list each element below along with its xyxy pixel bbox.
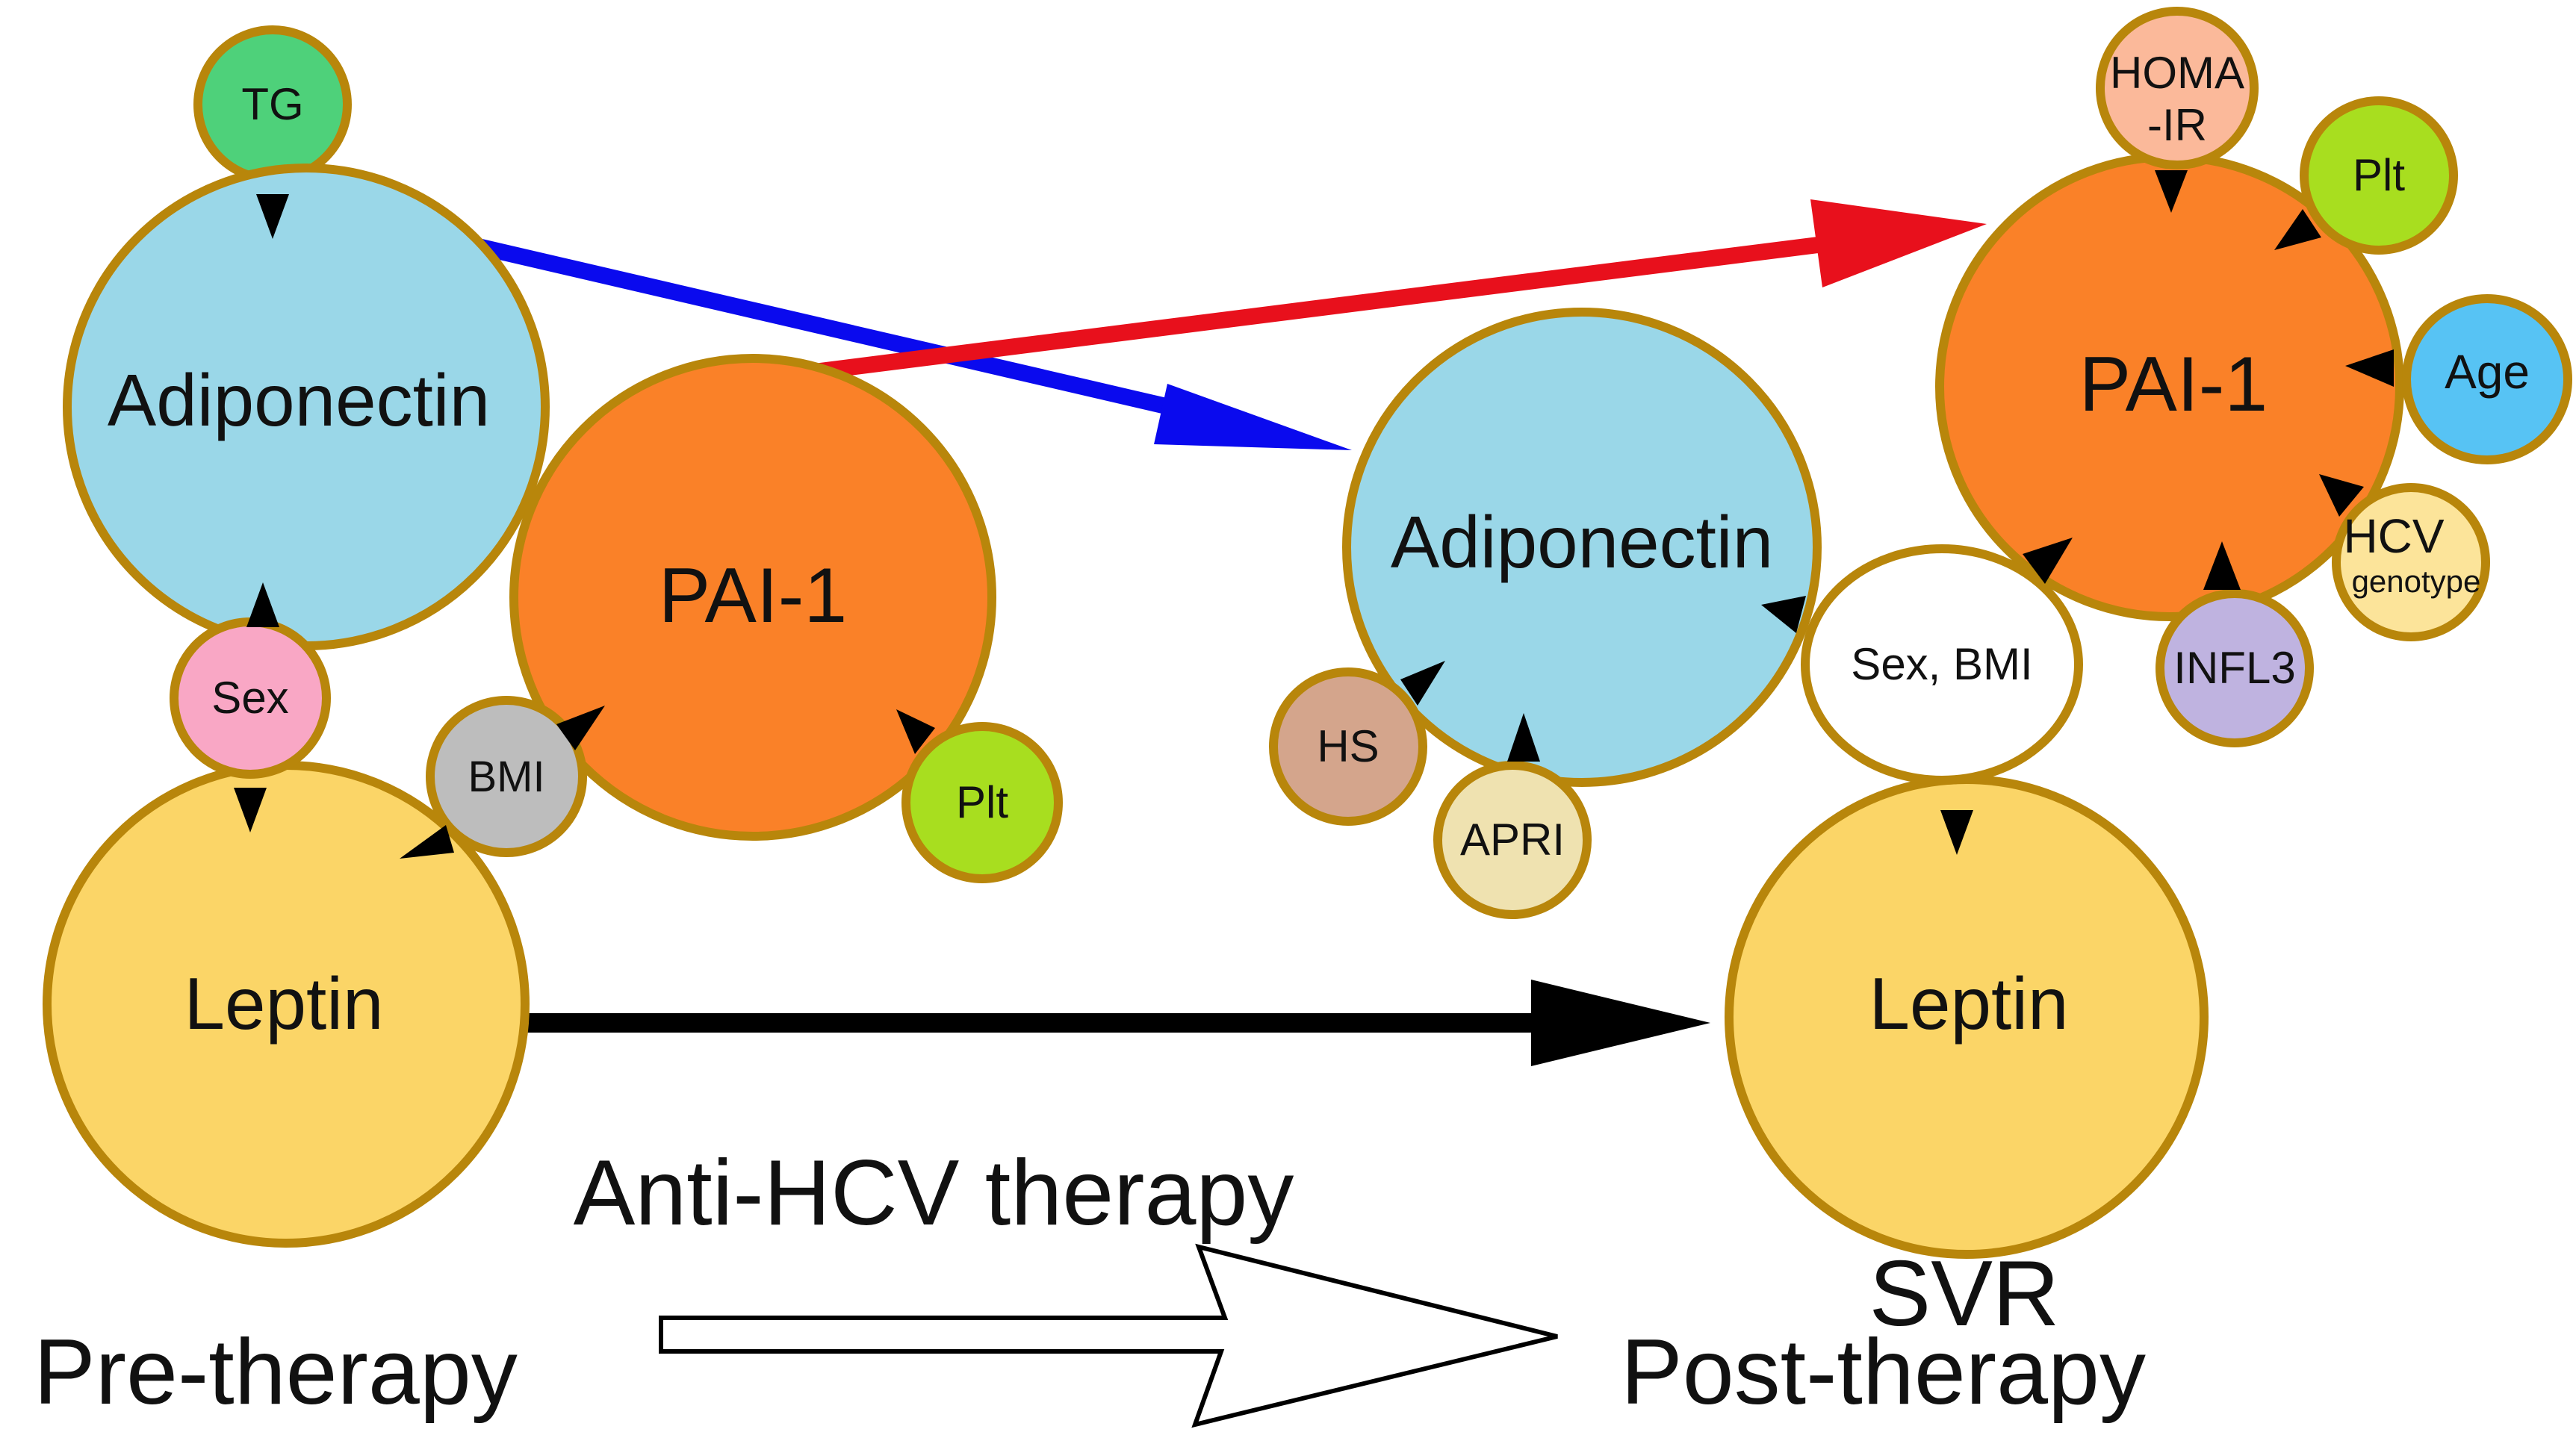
- pre-adiponectin-label: Adiponectin: [108, 359, 490, 441]
- pre-bmi-node: BMI: [426, 696, 587, 857]
- pre-pai1-node: PAI-1: [509, 354, 996, 841]
- therapy-direction-arrow: [659, 1243, 1558, 1428]
- post-homa-ir-label-line2: -IR: [2147, 100, 2207, 150]
- apri-to-adiponectin-arrowhead: [1507, 713, 1540, 762]
- post-hcv-genotype-label-line1: HCV: [2343, 509, 2444, 563]
- post-apri-node: APRI: [1433, 761, 1592, 919]
- pre-adiponectin-node: Adiponectin: [63, 164, 550, 650]
- pre-pai1-label: PAI-1: [659, 553, 847, 639]
- plt-to-pai1-arrowhead: [896, 709, 935, 754]
- bmi-to-pai1-arrowhead: [556, 706, 605, 750]
- post-infl3-label: INFL3: [2173, 643, 2295, 693]
- pre-sex-node: Sex: [170, 617, 331, 779]
- sex-bmi-to-pai1-arrowhead: [2023, 538, 2073, 584]
- post-hcv-genotype-node: HCV genotype: [2332, 483, 2490, 641]
- pre-plt-label: Plt: [956, 777, 1008, 827]
- infl3-to-pai1-arrowhead: [2203, 541, 2241, 590]
- post-homa-ir-node: HOMA -IR: [2096, 7, 2259, 169]
- post-sex-bmi-node: Sex, BMI: [1801, 544, 2083, 785]
- post-infl3-node: INFL3: [2156, 589, 2314, 747]
- plt-to-pai1-arrowhead: [2274, 209, 2321, 250]
- sex-to-adiponectin-arrowhead: [246, 582, 279, 627]
- post-plt-label: Plt: [2353, 150, 2405, 200]
- post-apri-label: APRI: [1460, 815, 1565, 865]
- bmi-to-leptin-arrowhead: [400, 825, 454, 859]
- pre-sex-label: Sex: [211, 673, 288, 723]
- pre-influence-arrowheads: [234, 194, 935, 859]
- post-leptin-label: Leptin: [1869, 962, 2068, 1045]
- post-leptin-node: Leptin: [1725, 775, 2209, 1259]
- post-age-label: Age: [2445, 345, 2530, 399]
- post-influence-arrowheads: [1400, 170, 2394, 855]
- post-homa-ir-label-line1: HOMA: [2110, 48, 2244, 98]
- age-to-pai1-arrowhead: [2345, 349, 2394, 387]
- hs-to-adiponectin-arrowhead: [1400, 661, 1445, 706]
- pre-bmi-label: BMI: [468, 753, 544, 801]
- pre-therapy-caption: Pre-therapy: [34, 1321, 518, 1424]
- pre-tg-label: TG: [241, 79, 303, 129]
- pre-leptin-label: Leptin: [184, 962, 383, 1045]
- hcv-to-pai1-arrowhead: [2319, 474, 2364, 517]
- pre-tg-node: TG: [193, 25, 352, 184]
- post-hs-node: HS: [1269, 667, 1427, 826]
- svr-caption: SVR: [1869, 1242, 2060, 1345]
- adiponectin-transition-arrow: [476, 238, 1352, 450]
- homa-to-pai1-arrowhead: [2155, 170, 2188, 213]
- post-hcv-genotype-label-line2: genotype: [2352, 564, 2481, 599]
- post-hs-label: HS: [1317, 721, 1379, 771]
- post-plt-node: Plt: [2300, 96, 2458, 255]
- sex-bmi-to-leptin-arrowhead: [1940, 810, 1973, 855]
- post-adiponectin-label: Adiponectin: [1391, 501, 1773, 583]
- pai1-transition-arrow: [813, 199, 1987, 380]
- sex-to-leptin-arrowhead: [234, 788, 267, 832]
- therapy-caption: Anti-HCV therapy: [574, 1142, 1294, 1245]
- post-pai1-label: PAI-1: [2079, 341, 2268, 428]
- sex-bmi-to-adiponectin-arrowhead: [1761, 596, 1806, 633]
- tg-to-adiponectin-arrowhead: [256, 194, 289, 239]
- post-age-node: Age: [2402, 294, 2572, 464]
- post-pai1-node: PAI-1: [1935, 152, 2404, 621]
- leptin-transition-arrow: [523, 980, 1710, 1066]
- pre-plt-node: Plt: [901, 722, 1063, 883]
- post-sex-bmi-label: Sex, BMI: [1851, 639, 2032, 689]
- post-therapy-caption: Post-therapy: [1621, 1321, 2146, 1424]
- post-adiponectin-node: Adiponectin: [1342, 308, 1822, 787]
